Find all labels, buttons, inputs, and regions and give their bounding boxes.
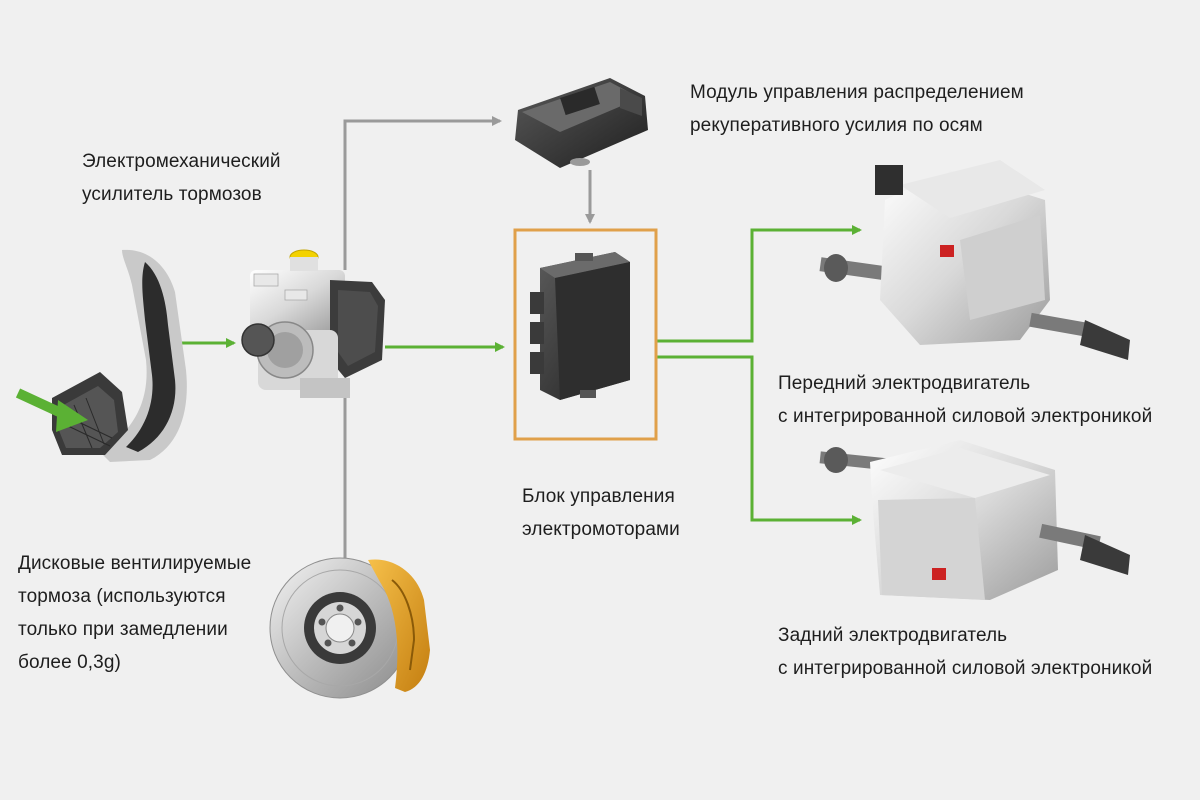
booster-label-line-1: Электромеханический [82,151,281,172]
motor-control-unit-label-line-1: Блок управления [522,486,675,507]
rear-motor-label-line-2: с интегрированной силовой электроникой [778,658,1153,679]
controller-to-rear-motor-line [657,355,862,525]
disc-brakes-label-line-2: тормоза (используются [18,586,226,607]
disc-brakes-label-line-4: более 0,3g) [18,652,121,673]
controller-highlight-box [513,228,658,441]
brake-booster-image [241,249,385,398]
disc-brake-image [269,557,430,699]
rear-motor-label-line-1: Задний электродвигатель [778,625,1008,646]
distribution-module-image [515,78,648,168]
front-motor-image [819,160,1130,360]
motor-control-unit-label: Блок управления электромоторами [522,480,680,546]
rear-motor-image [819,440,1130,600]
booster-label-line-2: усилитель тормозов [82,184,262,205]
distribution-module-label: Модуль управления распределением рекупер… [690,76,1024,142]
rear-motor-label: Задний электродвигатель с интегрированно… [778,619,1152,685]
front-motor-label: Передний электродвигатель с интегрирован… [778,367,1152,433]
motor-controller-image [530,252,630,400]
motor-control-unit-label-line-2: электромоторами [522,519,680,540]
gray-connector-lines [343,116,595,560]
booster-to-distribution-line [343,116,502,270]
front-motor-label-line-2: с интегрированной силовой электроникой [778,406,1153,427]
front-motor-label-line-1: Передний электродвигатель [778,373,1031,394]
controller-to-front-motor-line [657,225,862,343]
distribution-module-label-line-1: Модуль управления распределением [690,82,1024,103]
distribution-module-label-line-2: рекуперативного усилия по осям [690,115,983,136]
disc-brakes-label: Дисковые вентилируемые тормоза (использу… [18,547,251,679]
disc-brakes-label-line-1: Дисковые вентилируемые [18,553,252,574]
booster-label: Электромеханический усилитель тормозов [82,145,281,211]
disc-brakes-label-line-3: только при замедлении [18,619,228,640]
brake-pedal-image [15,249,187,462]
